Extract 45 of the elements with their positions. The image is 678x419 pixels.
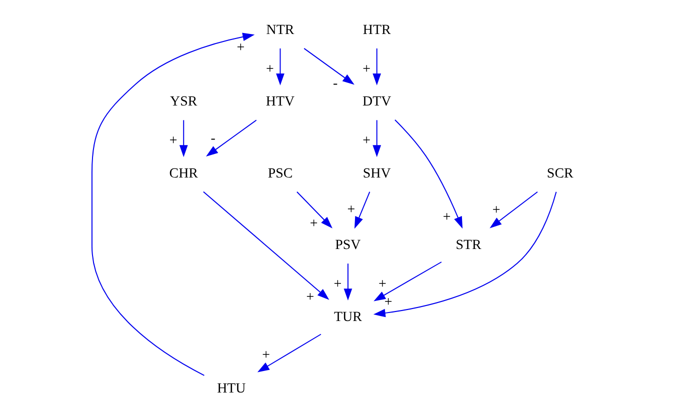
arrow: [373, 262, 442, 302]
arrow: [372, 48, 381, 86]
arrow: [202, 191, 329, 300]
arrow: [276, 48, 284, 86]
node-text: DTV: [362, 94, 391, 110]
node-text: PSV: [334, 238, 360, 254]
node-text: PSC: [267, 166, 292, 182]
node-text: NTR: [266, 22, 294, 38]
edge-label: -: [332, 76, 338, 92]
arrow: [206, 120, 256, 156]
arrow: [372, 191, 556, 318]
edge-label: +: [266, 62, 274, 77]
edge-label: +: [492, 202, 500, 218]
node-text: YSR: [170, 94, 197, 110]
arrow: [296, 191, 332, 228]
edge-label: +: [309, 216, 318, 232]
node-text: HTU: [216, 381, 246, 396]
arrow: [372, 120, 381, 158]
edge-label: +: [442, 210, 450, 226]
node-text: SCR: [546, 166, 573, 182]
edge-label: -: [210, 131, 215, 146]
edge-label: +: [378, 276, 386, 292]
node-text: SHV: [362, 166, 390, 182]
arrow: [256, 334, 321, 372]
node-text: HTV: [265, 94, 294, 110]
arrow: [343, 263, 352, 301]
edge-label: +: [168, 134, 177, 149]
edge-label: +: [262, 348, 270, 363]
edge-label: +: [306, 290, 314, 305]
node-text: TUR: [334, 310, 362, 325]
arrow: [489, 191, 538, 228]
arrow: [394, 119, 462, 229]
arrow: [178, 120, 188, 158]
node-text: STR: [455, 238, 481, 254]
edge-label: +: [384, 294, 392, 310]
arrow: [354, 191, 370, 229]
edge-label: +: [362, 62, 370, 77]
node-text: CHR: [168, 166, 198, 182]
edge-label: +: [362, 134, 370, 149]
edge-label: +: [333, 277, 342, 292]
edge-label: +: [236, 40, 244, 56]
node-text: HTR: [362, 22, 390, 38]
arrow: [90, 32, 254, 376]
arrow: [303, 48, 354, 85]
edge-label: +: [346, 202, 355, 218]
